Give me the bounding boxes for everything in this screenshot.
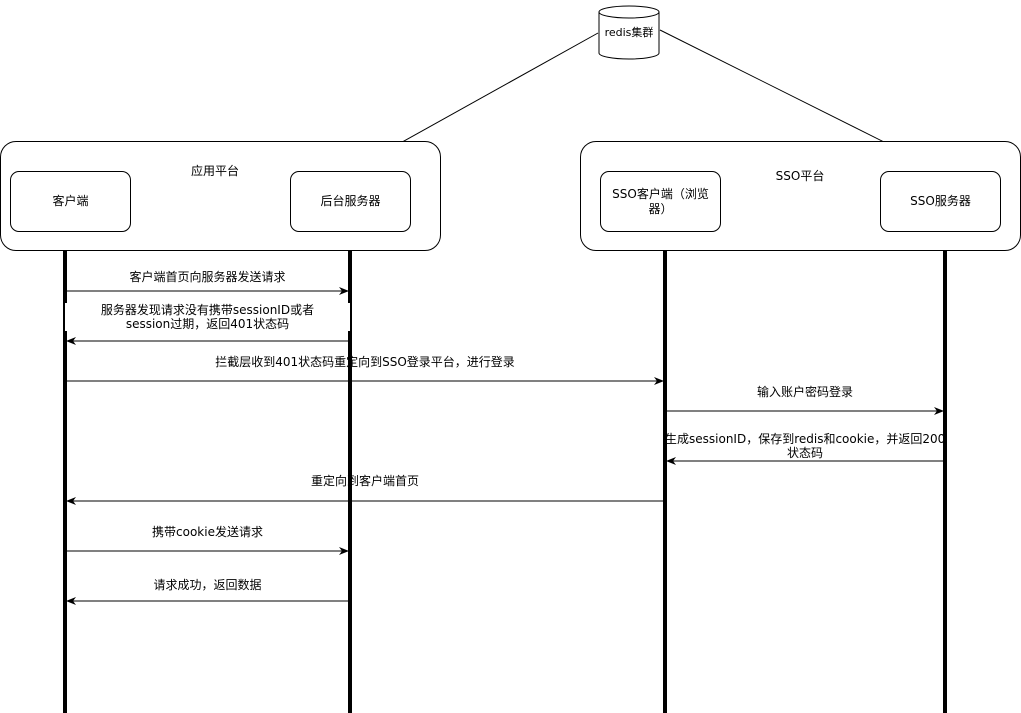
client-node: 客户端 — [10, 171, 131, 232]
message-label-2-line-1: 服务器发现请求没有携带sessionID或者 — [100, 303, 315, 317]
message-label-7: 携带cookie发送请求 — [152, 525, 263, 539]
message-label-5-line-1: 生成sessionID，保存到redis和cookie，并返回200 — [665, 432, 946, 446]
message-label-2-line-2: session过期，返回401状态码 — [125, 317, 290, 331]
sso-platform-title: SSO平台 — [775, 169, 825, 183]
message-label-3: 拦截层收到401状态码重定向到SSO登录平台，进行登录 — [215, 355, 515, 369]
message-label-1: 客户端首页向服务器发送请求 — [129, 270, 286, 284]
redis-database-icon — [598, 5, 660, 60]
message-label-8: 请求成功，返回数据 — [153, 578, 262, 592]
message-label-2: 服务器发现请求没有携带sessionID或者 session过期，返回401状态… — [65, 303, 350, 331]
message-label-5-line-2: 状态码 — [786, 446, 823, 460]
app-platform-title: 应用平台 — [190, 164, 239, 178]
message-label-4: 输入账户密码登录 — [756, 385, 853, 399]
message-label-6: 重定向到客户端首页 — [310, 474, 419, 488]
message-label-5: 生成sessionID，保存到redis和cookie，并返回200 状态码 — [665, 432, 945, 460]
backend-server-node: 后台服务器 — [290, 171, 411, 232]
redis-cluster-label: redis集群 — [604, 26, 654, 39]
sso-client-browser-node: SSO客户端（浏览器） — [600, 171, 721, 232]
sso-server-node: SSO服务器 — [880, 171, 1001, 232]
